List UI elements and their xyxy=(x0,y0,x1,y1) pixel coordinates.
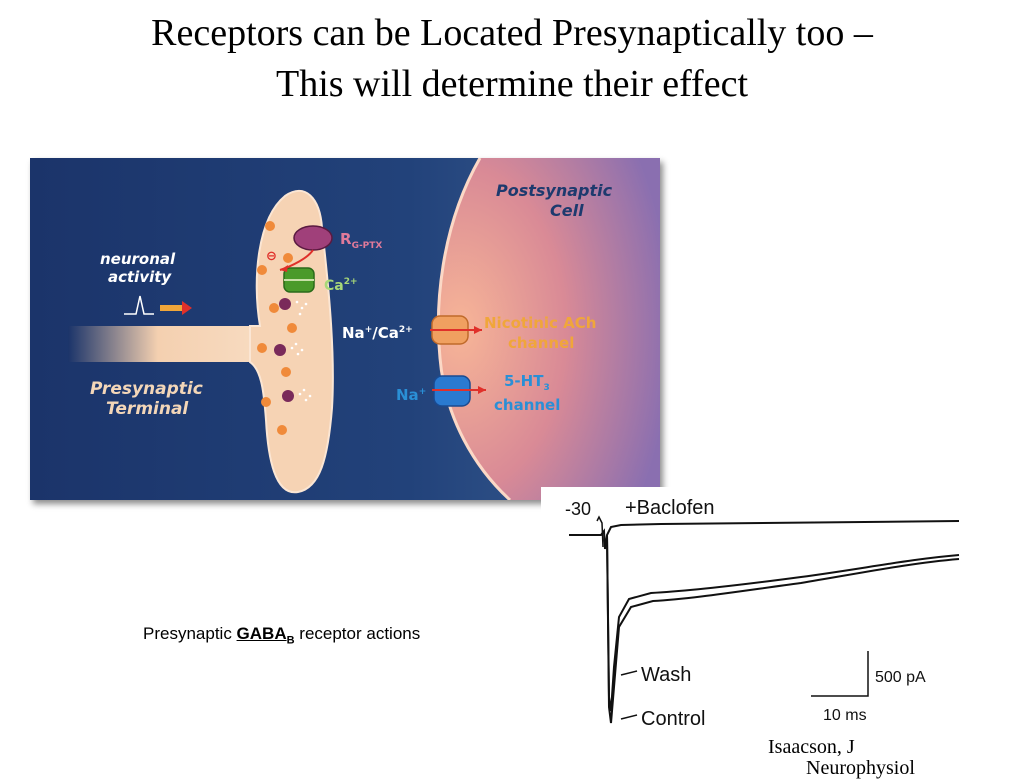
calcium-channel xyxy=(283,267,315,293)
synapse-diagram: ⊖ neuronal activity Presynaptic Terminal… xyxy=(30,158,660,500)
inhibition-symbol: ⊖ xyxy=(266,249,277,264)
spike-icon xyxy=(124,295,154,315)
activity-arrow xyxy=(160,305,182,311)
receptor-label: RG-PTX xyxy=(340,230,382,251)
scale-current-label: 500 pA xyxy=(875,669,926,686)
axon xyxy=(68,326,268,362)
activity-label: activity xyxy=(108,268,172,286)
scale-bar xyxy=(811,651,869,697)
presynaptic-label: Presynaptic xyxy=(90,379,203,399)
5ht3-channel-label: channel xyxy=(494,396,560,414)
holding-potential-label: -30 xyxy=(565,499,591,519)
nicotinic-label: Nicotinic ACh xyxy=(484,314,596,332)
na-label: Na+ xyxy=(396,386,426,404)
postsynaptic-label: Postsynaptic xyxy=(496,181,613,200)
postsynaptic-cell xyxy=(438,158,660,500)
caption-prefix: Presynaptic xyxy=(143,624,237,643)
baclofen-label: +Baclofen xyxy=(625,497,715,519)
citation-line-1: Isaacson, J xyxy=(768,736,855,758)
terminal-label: Terminal xyxy=(106,399,189,419)
control-label: Control xyxy=(641,708,705,730)
citation-line-2: Neurophysiol xyxy=(806,757,915,779)
5ht3-channel xyxy=(432,375,486,407)
nicotinic-channel xyxy=(430,315,482,345)
slide-title: Receptors can be Located Presynaptically… xyxy=(0,8,1024,110)
scale-time-label: 10 ms xyxy=(823,707,867,724)
presynaptic-terminal xyxy=(249,189,334,494)
release-sites xyxy=(274,298,294,402)
baclofen-trace xyxy=(569,520,960,550)
cell-label: Cell xyxy=(550,201,584,220)
nicotinic-channel-label: channel xyxy=(508,334,574,352)
gabab-receptor xyxy=(293,225,333,251)
control-trace xyxy=(606,534,960,724)
na-ca-label: Na+/Ca2+ xyxy=(342,324,413,342)
neuronal-label: neuronal xyxy=(100,250,176,268)
5ht3-label: 5-HT3 xyxy=(504,372,550,393)
current-trace-figure: -30 +Baclofen Wash Control 500 pA 10 ms xyxy=(541,487,961,768)
title-line-1: Receptors can be Located Presynaptically… xyxy=(151,12,873,54)
figure-caption: Presynaptic GABAB receptor actions xyxy=(143,624,420,646)
title-line-2: This will determine their effect xyxy=(275,63,748,105)
wash-label: Wash xyxy=(641,664,691,686)
ca-label: Ca2+ xyxy=(324,277,358,294)
caption-suffix: receptor actions xyxy=(294,624,421,643)
wash-trace xyxy=(606,534,960,712)
caption-gaba: GABAB xyxy=(236,624,295,647)
